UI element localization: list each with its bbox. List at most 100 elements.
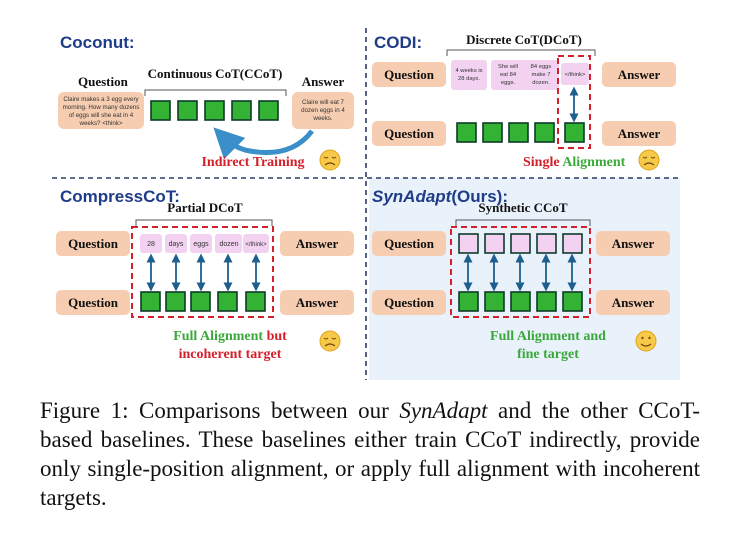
compresscot-bracket	[135, 219, 273, 226]
coconut-question-line: of eggs will she eat in 4	[69, 112, 134, 119]
compresscot-panel: CompressCoT: Partial DCoT Question Answe…	[56, 187, 354, 362]
synadapt-highlight-bg	[369, 178, 680, 380]
coconut-title: Coconut:	[60, 33, 135, 52]
latent-thought	[231, 100, 252, 121]
synadapt-answer-label: Answer	[612, 236, 655, 251]
latent-thought	[536, 291, 557, 312]
coconut-question-line: Claire makes a 3 egg every	[63, 96, 139, 103]
codi-title: CODI:	[374, 33, 422, 52]
synadapt-answer-label: Answer	[612, 295, 655, 310]
partial-token	[190, 234, 212, 253]
sad-face-icon	[319, 330, 341, 352]
think-token	[561, 63, 589, 85]
codi-answer-label: Answer	[618, 67, 661, 82]
coconut-question-line: morning. How many dozens	[63, 104, 140, 111]
smile-face-icon	[635, 330, 657, 352]
latent-thought	[562, 291, 583, 312]
compresscot-question-label: Question	[68, 295, 119, 310]
dcot-token	[491, 60, 527, 90]
coconut-answer-box	[292, 92, 354, 129]
coconut-panel: Coconut: Question Continuous CoT(CCoT) A…	[58, 33, 354, 171]
latent-thought	[217, 291, 238, 312]
compresscot-question-box	[56, 290, 130, 315]
codi-question-label: Question	[384, 67, 435, 82]
sad-face-icon	[638, 149, 660, 171]
partial-token	[165, 234, 187, 253]
latent-thought	[258, 100, 279, 121]
codi-verdict: Single Alignment	[523, 155, 626, 170]
compresscot-dcot-label: Partial DCoT	[167, 200, 243, 215]
codi-question-box	[372, 121, 446, 146]
codi-answer-label: Answer	[618, 126, 661, 141]
compresscot-answer-box	[280, 231, 354, 256]
latent-thought	[456, 122, 477, 143]
dcot-token-text: eat 84	[500, 72, 517, 78]
latent-thought	[190, 291, 211, 312]
codi-question-box	[372, 62, 446, 87]
synadapt-ccot-label: Synthetic CCoT	[478, 200, 568, 215]
full-alignment-box	[450, 226, 591, 318]
compresscot-verdict-line2: incoherent target	[179, 347, 282, 362]
indirect-training-arrow	[213, 127, 314, 160]
latent-thought	[150, 100, 171, 121]
partial-token-text: days	[169, 241, 184, 248]
synadapt-answer-box	[596, 231, 670, 256]
synadapt-verdict-line1: Full Alignment and	[490, 329, 606, 344]
coconut-ccot-label: Continuous CoT(CCoT)	[148, 66, 283, 81]
compresscot-question-label: Question	[68, 236, 119, 251]
latent-thought	[165, 291, 186, 312]
codi-dcot-label: Discrete CoT(DCoT)	[466, 32, 582, 47]
synadapt-answer-box	[596, 290, 670, 315]
codi-answer-box	[602, 121, 676, 146]
synadapt-question-box	[372, 290, 446, 315]
coconut-question-box	[58, 92, 144, 129]
coconut-answer-line: weeks.	[312, 115, 333, 122]
synadapt-question-label: Question	[384, 236, 435, 251]
latent-thought	[204, 100, 225, 121]
coconut-verdict: Indirect Training	[201, 155, 304, 170]
dcot-token-text: eggs.	[501, 80, 516, 86]
partial-token-text: eggs	[193, 241, 209, 248]
codi-panel: CODI: Discrete CoT(DCoT) Question Answer…	[372, 32, 676, 171]
dcot-token-text: She will	[498, 64, 518, 70]
coconut-answer-line: dozen eggs in 4	[301, 107, 345, 114]
dcot-token-text: make 7	[531, 72, 550, 78]
comparison-figure: Coconut: Question Continuous CoT(CCoT) A…	[52, 28, 682, 380]
coconut-bracket	[144, 89, 287, 96]
latent-thought	[482, 122, 503, 143]
synthetic-ccot-token	[484, 233, 505, 254]
compresscot-verdict: Full Alignment but	[173, 329, 287, 344]
latent-thought	[458, 291, 479, 312]
compresscot-answer-label: Answer	[296, 295, 339, 310]
latent-thought	[177, 100, 198, 121]
synadapt-verdict-line2: fine target	[517, 347, 579, 362]
synthetic-ccot-token	[562, 233, 583, 254]
partial-token-text: 28	[147, 241, 155, 248]
partial-token-text: </think>	[245, 242, 267, 248]
synadapt-panel: SynAdapt(Ours): Synthetic CCoT Question …	[372, 187, 670, 362]
compresscot-answer-box	[280, 290, 354, 315]
dcot-token-text: 4 weeks is	[455, 68, 482, 74]
partial-token	[215, 234, 242, 253]
latent-thought	[508, 122, 529, 143]
dcot-token-text: dozen.	[532, 80, 550, 86]
synadapt-bracket	[455, 219, 591, 226]
dcot-token-text: 28 days.	[458, 76, 480, 82]
synthetic-ccot-token	[510, 233, 531, 254]
synadapt-question-box	[372, 231, 446, 256]
synadapt-question-label: Question	[384, 295, 435, 310]
latent-thought	[140, 291, 161, 312]
coconut-question-label: Question	[78, 74, 129, 89]
codi-answer-box	[602, 62, 676, 87]
dcot-token-text: 84 eggs	[531, 64, 552, 70]
synadapt-title: SynAdapt(Ours):	[372, 187, 508, 206]
coconut-answer-label: Answer	[302, 74, 345, 89]
single-alignment-box	[557, 55, 591, 149]
latent-thought	[510, 291, 531, 312]
latent-thought	[534, 122, 555, 143]
partial-token	[140, 234, 162, 253]
latent-thought	[245, 291, 266, 312]
compresscot-title: CompressCoT:	[60, 187, 180, 206]
synthetic-ccot-token	[458, 233, 479, 254]
codi-bracket	[446, 49, 596, 56]
